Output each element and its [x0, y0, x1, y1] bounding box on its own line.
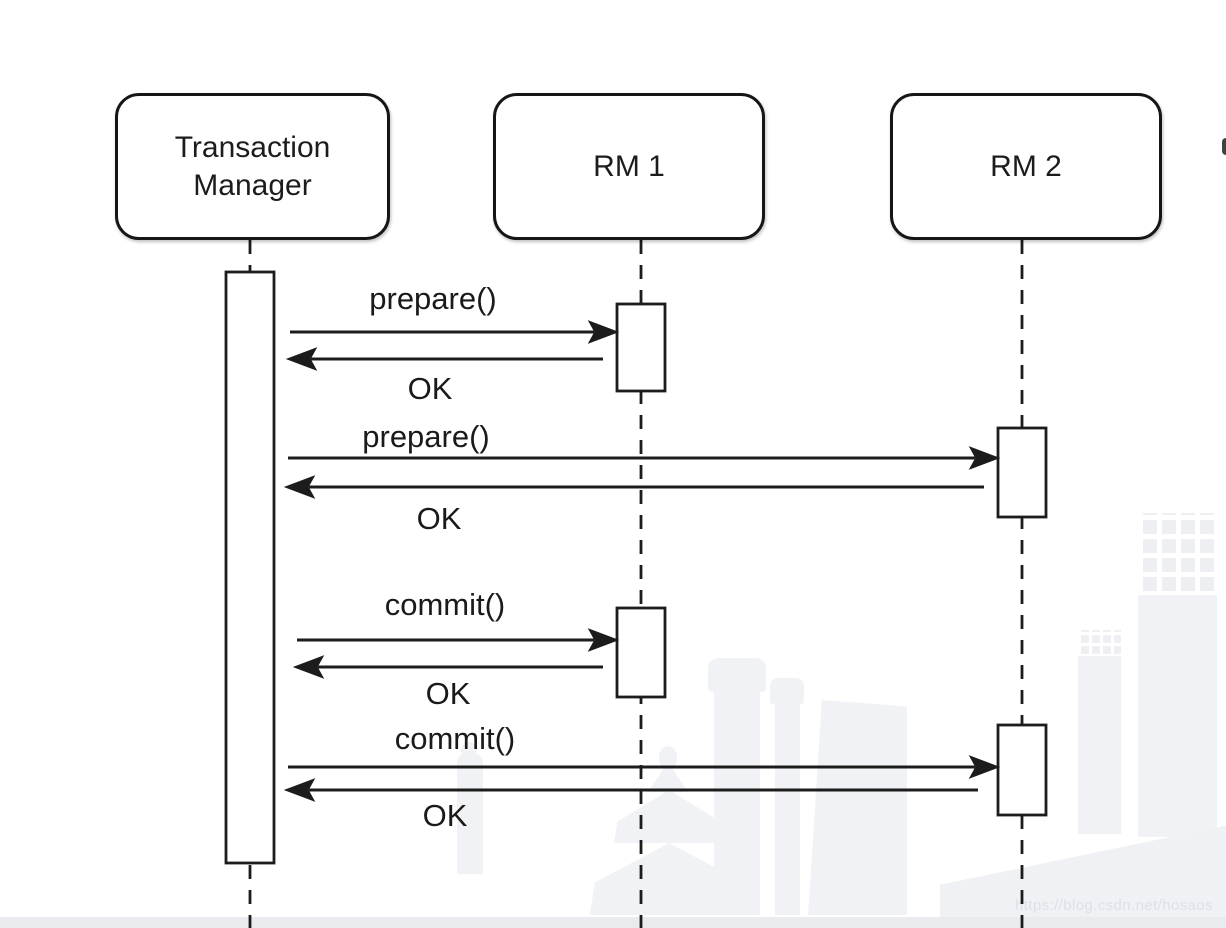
participant-label-rm2: RM 2 — [990, 149, 1062, 183]
message-label-ok-rm1-commit: OK — [425, 676, 471, 711]
message-label-ok-rm2-prepare: OK — [416, 501, 462, 536]
message-arrow-commit-rm2 — [288, 755, 1001, 779]
participant-label-transaction-manager: Transaction Manager — [174, 131, 331, 202]
activation-bar-rm2-prepare — [996, 426, 1048, 519]
watermark-pagoda-knob — [659, 746, 677, 768]
message-arrow-ok-rm2-prepare — [283, 475, 984, 499]
activation-bar-transaction-manager — [224, 270, 276, 865]
message-label-ok-rm2-commit: OK — [422, 798, 468, 833]
message-arrow-commit-rm1 — [297, 628, 620, 652]
message-arrow-ok-rm1-commit — [292, 655, 603, 679]
watermark-tower-large-checker — [1138, 513, 1217, 596]
watermark-tower-small-body — [1078, 656, 1121, 834]
message-arrow-prepare-rm1 — [290, 320, 620, 344]
message-label-prepare-rm2: prepare() — [362, 419, 490, 454]
watermark-tower-large-body — [1138, 595, 1217, 837]
watermark-url: https://blog.csdn.net/hosaos — [1015, 897, 1213, 914]
activation-bar-rm1-prepare — [615, 302, 667, 393]
participant-box-rm2: RM 2 — [890, 93, 1162, 240]
message-label-commit-rm1: commit() — [384, 587, 506, 622]
watermark-jar-1-cap — [708, 658, 766, 692]
watermark-jar-2-cap — [770, 678, 804, 704]
message-label-prepare-rm1: prepare() — [369, 281, 497, 316]
clipped-edge-artifact — [1222, 138, 1226, 155]
message-arrow-ok-rm1-prepare — [285, 347, 603, 371]
message-arrow-prepare-rm2 — [288, 446, 1001, 470]
message-arrow-ok-rm2-commit — [283, 778, 978, 802]
bottom-strip — [0, 917, 1226, 928]
message-label-commit-rm2: commit() — [394, 721, 516, 756]
activation-bar-rm2-commit — [996, 723, 1048, 817]
watermark-jar-1-body — [714, 690, 760, 915]
message-label-ok-rm1-prepare: OK — [407, 371, 453, 406]
activation-bar-rm1-commit — [615, 606, 667, 699]
watermark-spire-body — [457, 754, 483, 874]
participant-box-transaction-manager: Transaction Manager — [115, 93, 390, 240]
watermark-tower-small-checker — [1078, 630, 1121, 657]
participant-box-rm1: RM 1 — [493, 93, 765, 240]
watermark-building-slab — [808, 700, 907, 915]
watermark-jar-2-body — [775, 702, 800, 915]
participant-label-rm1: RM 1 — [593, 149, 665, 183]
